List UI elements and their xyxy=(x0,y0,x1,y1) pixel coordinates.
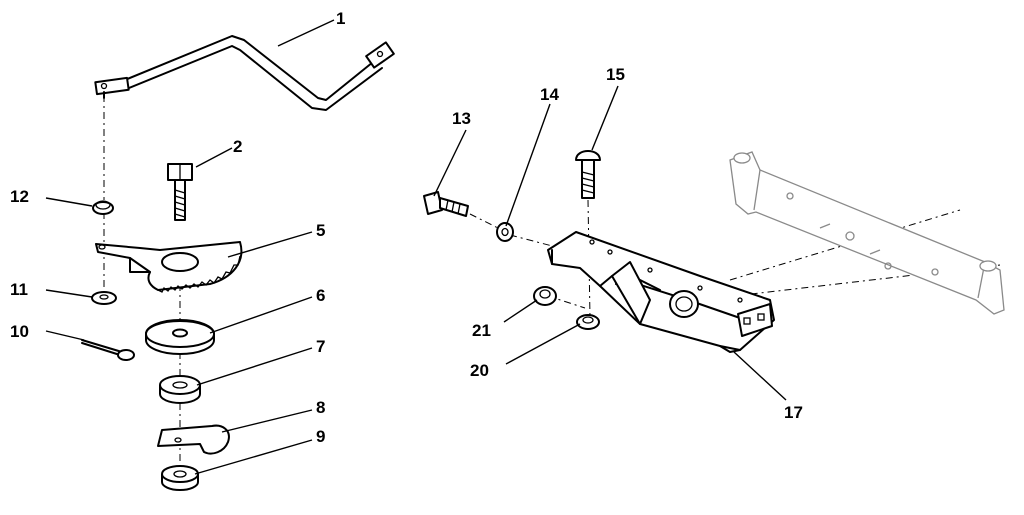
part-2-bolt xyxy=(167,163,193,221)
callout-10: 10 xyxy=(10,322,29,341)
part-10-cotter-pin xyxy=(81,339,135,361)
part-1-control-rod xyxy=(94,35,395,111)
callout-14: 14 xyxy=(540,85,559,104)
callout-15: 15 xyxy=(606,65,625,84)
callout-20: 20 xyxy=(470,361,489,380)
part-11-washer xyxy=(91,291,117,305)
part-20-nut xyxy=(576,314,600,330)
part-14-washer xyxy=(496,222,514,242)
reference-frame-ghost xyxy=(729,151,1005,315)
part-5-gear-sector xyxy=(95,241,243,293)
callout-1: 1 xyxy=(336,9,345,28)
part-17-bracket xyxy=(547,231,775,353)
callout-17: 17 xyxy=(784,403,803,422)
part-6-flat-washer xyxy=(145,319,215,355)
callout-9: 9 xyxy=(316,427,325,446)
part-8-spring-clip xyxy=(157,424,230,455)
callout-labels: 1 2 5 6 7 8 9 10 11 12 13 14 15 17 20 21 xyxy=(10,9,803,446)
callout-21: 21 xyxy=(472,321,491,340)
callout-2: 2 xyxy=(233,137,242,156)
callout-6: 6 xyxy=(316,286,325,305)
callout-7: 7 xyxy=(316,337,325,356)
part-9-hex-nut xyxy=(161,465,199,491)
part-13-cap-screw xyxy=(423,191,469,217)
callout-5: 5 xyxy=(316,221,325,240)
callout-8: 8 xyxy=(316,398,325,417)
part-15-carriage-bolt xyxy=(575,150,601,199)
part-12-nut xyxy=(92,200,114,215)
part-21-spacer xyxy=(533,286,557,306)
callout-11: 11 xyxy=(10,280,28,299)
callout-13: 13 xyxy=(452,109,471,128)
leader-lines xyxy=(45,19,787,475)
callout-12: 12 xyxy=(10,187,29,206)
part-7-hex-nut xyxy=(159,375,201,404)
